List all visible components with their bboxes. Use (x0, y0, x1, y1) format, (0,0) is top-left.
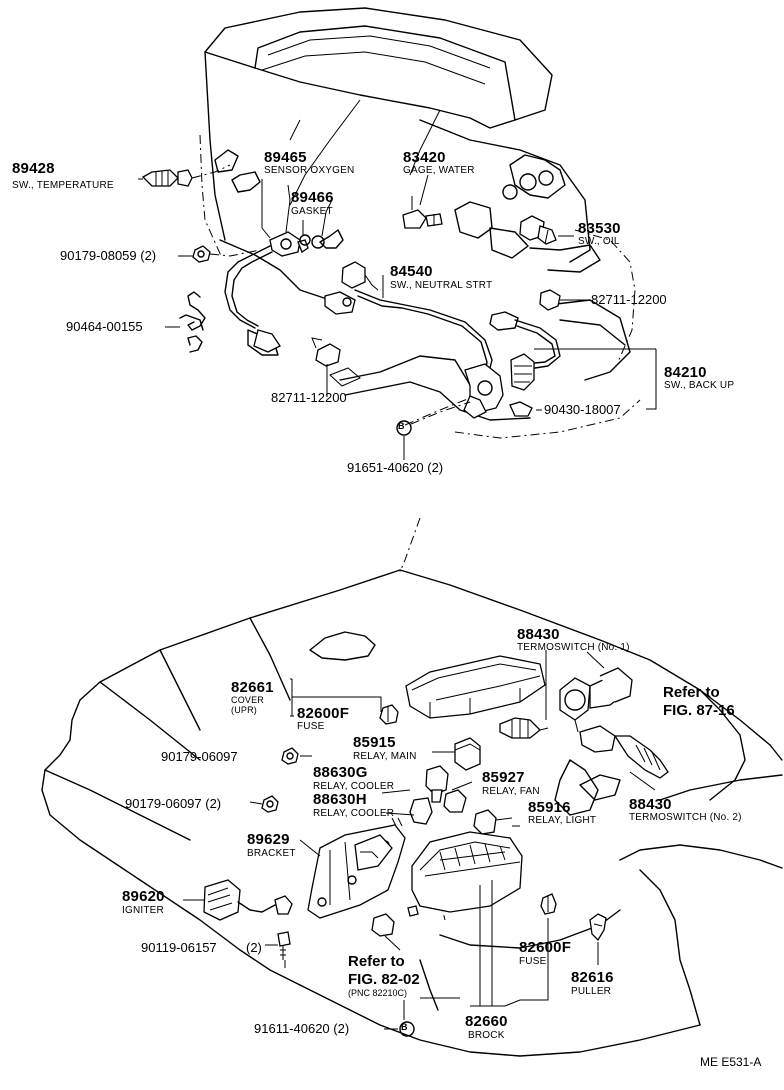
refer-fig-87-16-line1[interactable]: Refer to (663, 684, 720, 701)
part-88630H-number: 88630H (313, 791, 367, 808)
refer-fig-87-16-line2[interactable]: FIG. 87-16 (663, 702, 735, 719)
part-82661-desc2: (UPR) (231, 705, 257, 715)
part-88630G-number: 88630G (313, 764, 368, 781)
refer-fig-82-02-line1[interactable]: Refer to (348, 953, 405, 970)
part-82660-number: 82660 (465, 1013, 508, 1030)
part-89465-number: 89465 (264, 149, 307, 166)
part-90179-08059-number: 90179-08059 (2) (60, 248, 157, 263)
part-82711-12200-right-number: 82711-12200 (591, 292, 667, 307)
part-90430-18007-number: 90430-18007 (544, 402, 621, 417)
part-88430-no2-desc: TERMOSWITCH (No. 2) (629, 812, 742, 823)
part-91611-40620-number: 91611-40620 (2) (254, 1021, 350, 1036)
part-82660-desc: BROCK (468, 1030, 505, 1041)
part-85915-number: 85915 (353, 734, 396, 751)
part-83530-desc: SW., OIL (578, 236, 620, 247)
small-fuse-drawing (371, 905, 419, 937)
fuse-lower-drawing (540, 893, 557, 915)
part-89629-number: 89629 (247, 831, 290, 848)
leader-lines-bottom (183, 651, 656, 1030)
bolt-marker-top-drawing (396, 401, 471, 436)
part-88430-no2-number: 88430 (629, 796, 672, 813)
fuse-upper-drawing (379, 704, 399, 725)
clip-90464-00155-drawing (179, 291, 206, 353)
part-82600F-upper-number: 82600F (297, 705, 350, 722)
part-90179-06097-x2-number: 90179-06097 (2) (125, 796, 222, 811)
valve-assembly-drawing (559, 667, 669, 779)
part-91651-40620-number: 91651-40620 (2) (347, 460, 444, 475)
part-85916-number: 85916 (528, 799, 571, 816)
figure-code: ME E531-A (700, 1055, 762, 1069)
refer-fig-82-02-line2[interactable]: FIG. 82-02 (348, 971, 420, 988)
part-90119-06157-number: 90119-06157 (141, 940, 217, 955)
part-89620-number: 89620 (122, 888, 165, 905)
part-83420-number: 83420 (403, 149, 446, 166)
bolt-90119-06157-drawing (277, 931, 291, 968)
puller-drawing (589, 913, 607, 942)
back-up-switch-drawing (489, 311, 561, 417)
part-82661-desc1: COVER (231, 695, 265, 705)
bolt-marker-b-top: B (398, 421, 405, 431)
part-89428-desc: SW., TEMPERATURE (12, 180, 114, 191)
temperature-switch-drawing (141, 164, 231, 187)
water-gage-drawing (402, 174, 443, 229)
bolt-marker-bottom-drawing (399, 1021, 415, 1037)
part-88630H-desc: RELAY, COOLER (313, 808, 395, 819)
part-84540-desc: SW., NEUTRAL STRT (390, 280, 493, 291)
part-88430-no1-desc: TERMOSWITCH (No. 1) (517, 642, 630, 653)
part-82661-number: 82661 (231, 679, 274, 696)
engine-block-drawing (199, 7, 641, 439)
part-83420-desc: GAGE, WATER (403, 165, 475, 176)
neutral-start-switch-drawing (324, 261, 504, 419)
termoswitch-no1-drawing (499, 650, 549, 739)
part-82600F-lower-desc: FUSE (519, 956, 547, 967)
oil-switch-drawing (519, 215, 557, 245)
clamp-82711-12200-drawing (311, 289, 561, 367)
part-90119-06157-qty: (2) (246, 940, 262, 955)
part-82600F-upper-desc: FUSE (297, 721, 325, 732)
bracket-drawing (307, 817, 406, 919)
part-89466-number: 89466 (291, 189, 334, 206)
relay-block-drawing (411, 831, 523, 913)
nut-90179-06097-drawing (261, 747, 312, 813)
refer-fig-82-02-pnc: (PNC 82210C) (348, 988, 408, 998)
relays-drawing (409, 737, 513, 835)
part-84540-number: 84540 (390, 263, 433, 280)
part-83530-number: 83530 (578, 220, 621, 237)
nut-90179-08059-drawing (192, 245, 261, 263)
part-84210-number: 84210 (664, 364, 707, 381)
part-85916-desc: RELAY, LIGHT (528, 815, 597, 826)
part-88630G-desc: RELAY, COOLER (313, 781, 395, 792)
part-82600F-lower-number: 82600F (519, 939, 572, 956)
part-89466-desc: GASKET (291, 206, 333, 217)
part-85927-desc: RELAY, FAN (482, 786, 540, 797)
part-89465-desc: SENSOR OXYGEN (264, 165, 355, 176)
part-88430-no1-number: 88430 (517, 626, 560, 643)
part-85915-desc: RELAY, MAIN (353, 751, 417, 762)
bolt-marker-b-bottom: B (401, 1022, 408, 1032)
part-89428-number: 89428 (12, 160, 55, 177)
part-90464-00155-number: 90464-00155 (66, 319, 143, 334)
leader-lines-top (138, 178, 657, 460)
part-89620-desc: IGNITER (122, 905, 164, 916)
part-85927-number: 85927 (482, 769, 525, 786)
part-82616-desc: PULLER (571, 986, 612, 997)
part-82616-number: 82616 (571, 969, 614, 986)
part-84210-desc: SW., BACK UP (664, 380, 735, 391)
oxygen-sensor-drawing (224, 184, 344, 353)
part-90179-06097-number: 90179-06097 (161, 749, 238, 764)
part-82711-12200-left-number: 82711-12200 (271, 390, 347, 405)
fuse-box-cover-drawing (405, 655, 546, 719)
part-89629-desc: BRACKET (247, 848, 296, 859)
igniter-drawing (203, 879, 293, 921)
